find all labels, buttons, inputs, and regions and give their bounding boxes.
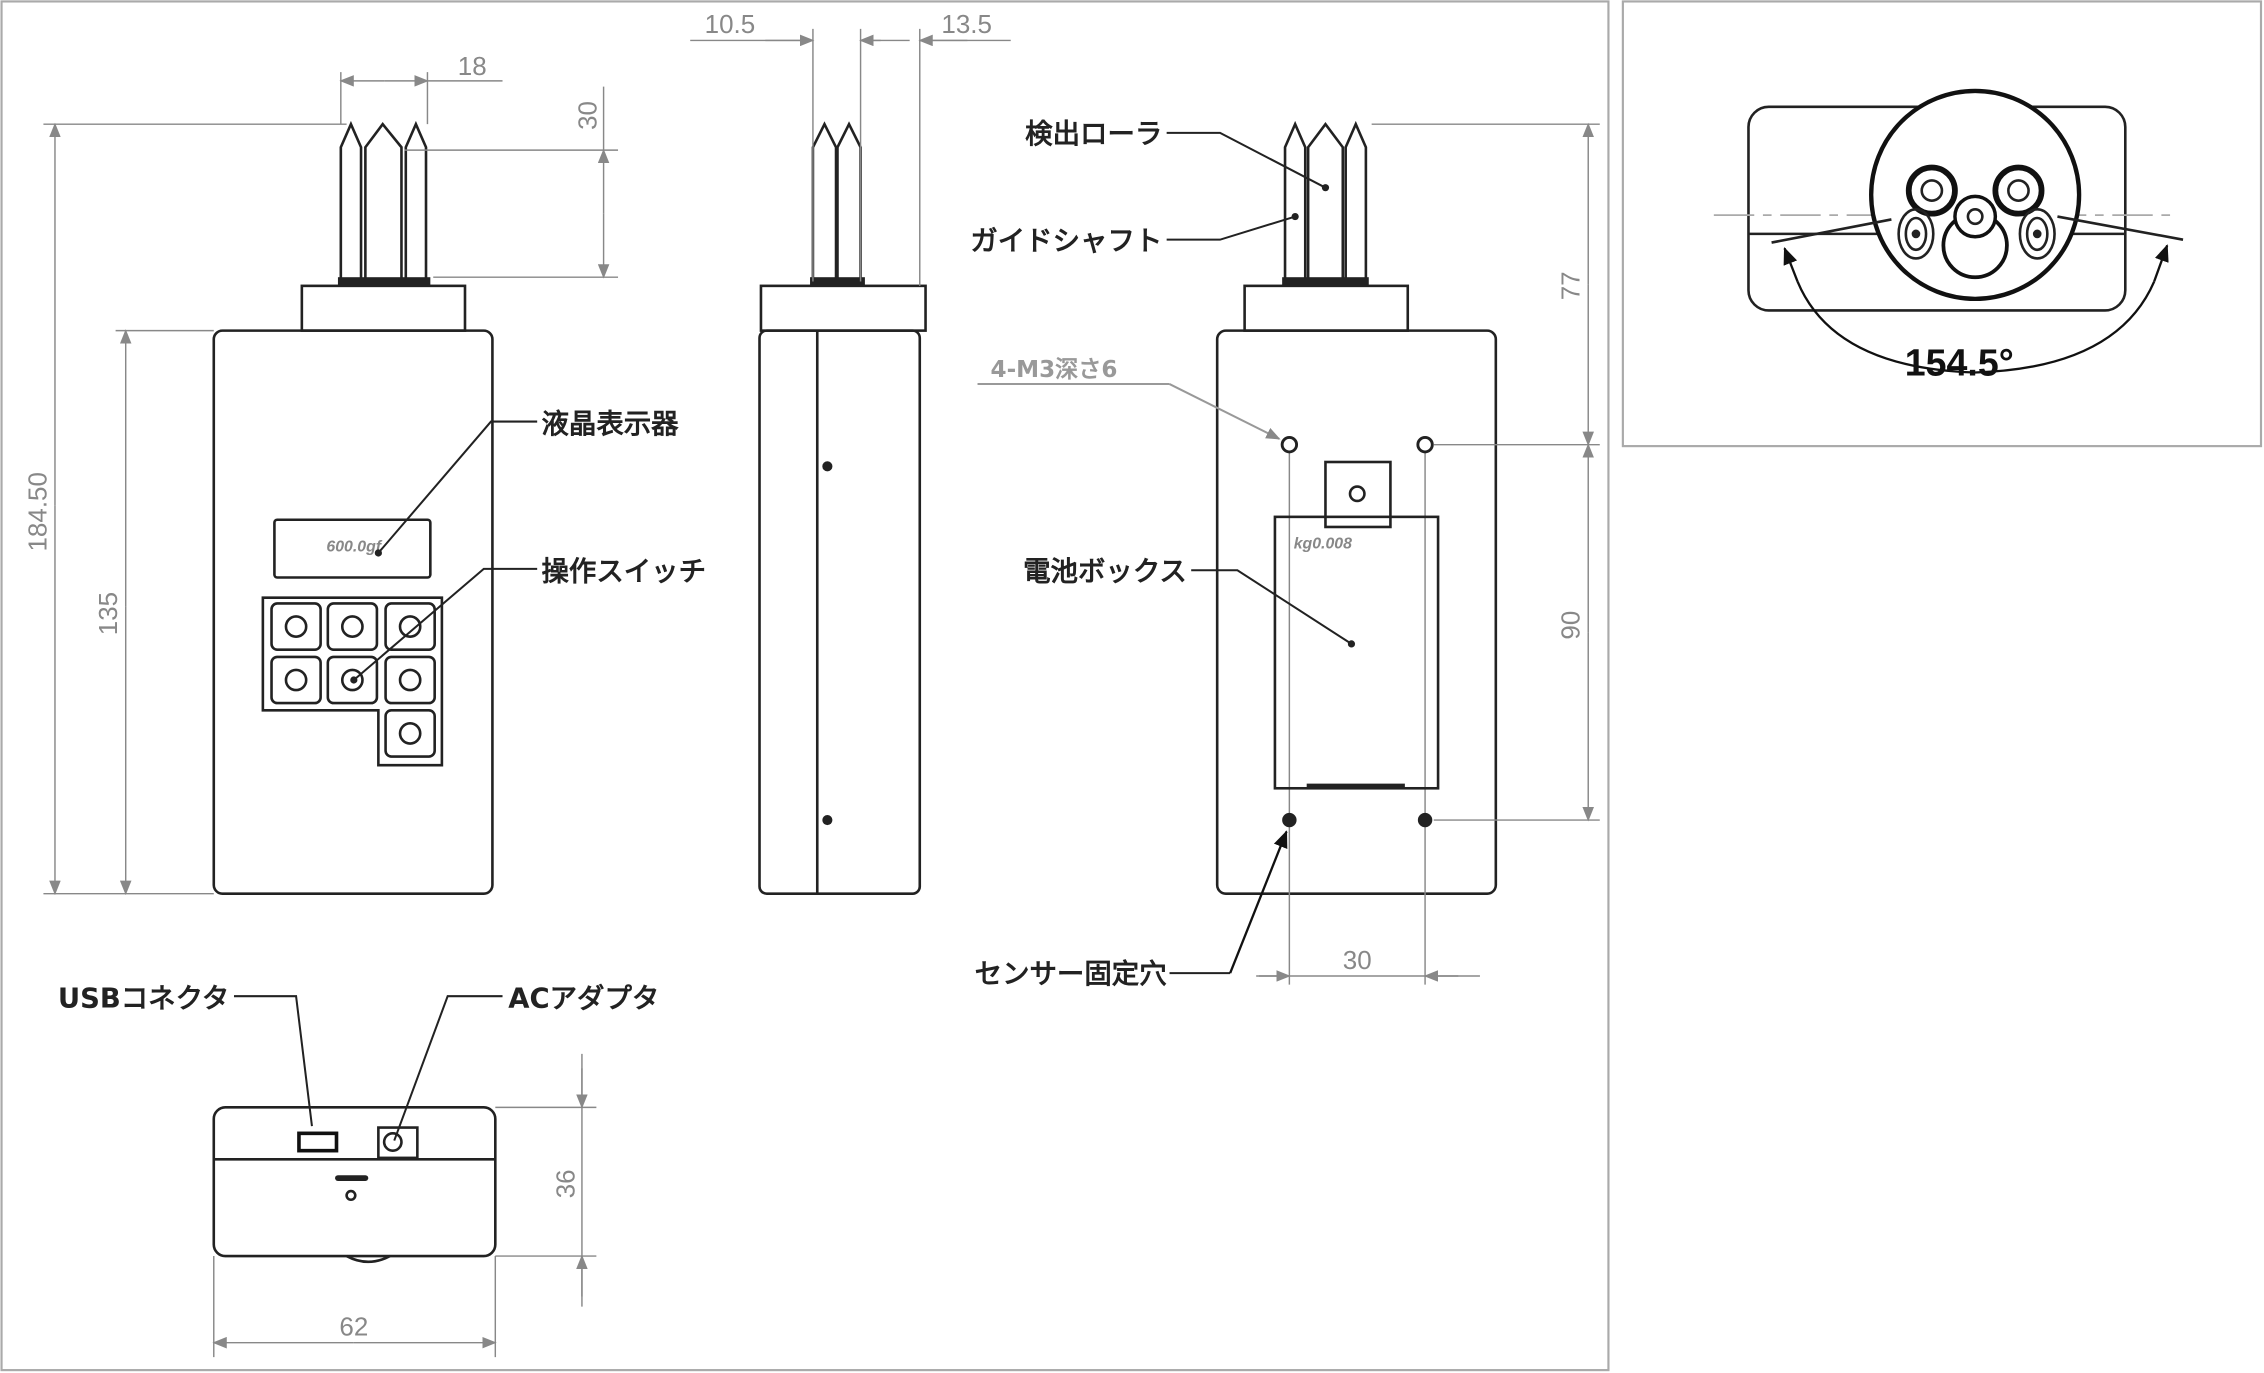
dim-62: 62 (339, 1311, 368, 1341)
tapped-hole (1416, 436, 1434, 454)
battery-marking: kg0.008 (1294, 536, 1352, 553)
main-drawing-panel (0, 0, 1610, 1372)
dim-18: 18 (458, 51, 487, 81)
battery-label: 電池ボックス (1023, 556, 1187, 587)
body (1215, 329, 1498, 895)
dim-13-5: 13.5 (941, 9, 992, 39)
angle-label: 154.5° (1905, 341, 2014, 383)
dim-90: 90 (1556, 611, 1586, 640)
dim-77: 77 (1556, 271, 1586, 300)
keypad (261, 596, 444, 767)
mount-hole (1282, 812, 1297, 828)
dim-30-roller: 30 (572, 101, 602, 130)
dim-135: 135 (93, 592, 123, 635)
body (212, 329, 494, 895)
dim-10-5: 10.5 (705, 9, 756, 39)
shaft-label: ガイドシャフト (970, 226, 1162, 257)
bottom-view: USBコネクタ ACアダプタ 36 62 (58, 983, 659, 1358)
ac-label: ACアダプタ (508, 983, 659, 1015)
bracket (1324, 460, 1392, 529)
roller-label: 検出ローラ (1025, 119, 1162, 150)
front-view: 600.0gf 液晶表示器 操作スイッチ 18 30 184.50 (22, 51, 707, 896)
ac-jack (377, 1126, 419, 1160)
rollers (337, 120, 431, 286)
mount-hole (1417, 812, 1433, 828)
dim-30-holes: 30 (1343, 945, 1372, 975)
tapped-holes-label: 4-M3深さ6 (991, 357, 1118, 383)
switch-label: 操作スイッチ (542, 556, 707, 587)
usb-label: USBコネクタ (58, 984, 230, 1015)
battery-box (1273, 515, 1440, 790)
tapped-hole (1280, 436, 1299, 454)
lcd-reading: 600.0gf (326, 539, 382, 556)
back-view: kg0.008 検出ローラ ガイドシャフト 4-M3深さ6 電池ボックス センサ… (970, 119, 1600, 990)
lcd-label: 液晶表示器 (542, 409, 680, 440)
mount-hole-label: センサー固定穴 (975, 958, 1168, 990)
keypad-buttons (270, 602, 436, 758)
lcd-display (273, 518, 432, 579)
side-view: 10.5 13.5 (690, 9, 1011, 895)
dim-184-50: 184.50 (22, 472, 52, 551)
top-view: 154.5° (1713, 88, 2184, 383)
usb-port (297, 1131, 339, 1153)
body (758, 329, 922, 895)
body (212, 1106, 497, 1258)
dim-36: 36 (551, 1169, 581, 1198)
